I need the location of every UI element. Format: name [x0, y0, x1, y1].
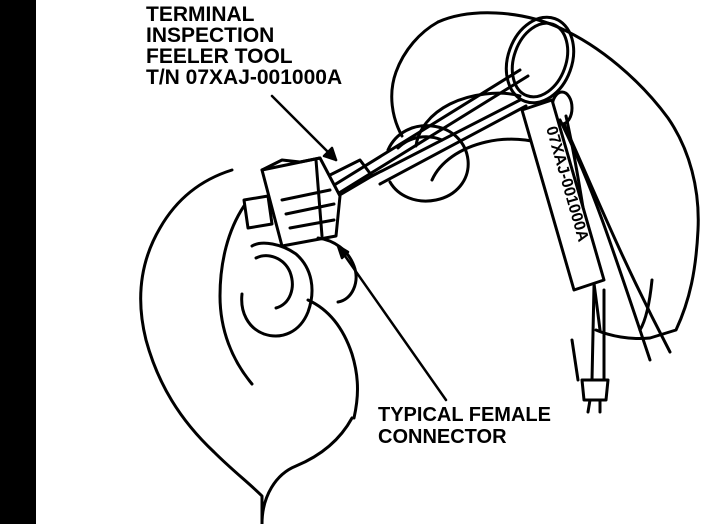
feeler-tool [308, 68, 672, 362]
tool-callout-line-4: T/N 07XAJ-001000A [146, 66, 343, 89]
connector-callout-line-2: CONNECTOR [378, 426, 507, 448]
tool-callout: TERMINAL INSPECTION FEELER TOOL T/N 07XA… [146, 4, 342, 88]
female-connector [242, 156, 342, 248]
connector-leader-line [336, 244, 448, 402]
leader-lines [270, 94, 448, 402]
connector-callout: TYPICAL FEMALE CONNECTOR [378, 404, 551, 448]
left-border-bar [0, 0, 36, 524]
connector-leader-arrow [336, 244, 350, 260]
upper-fingertip [386, 124, 470, 203]
lower-hand [139, 168, 359, 524]
test-leads [570, 284, 610, 414]
tool-callout-line-3: FEELER TOOL [146, 45, 293, 68]
tool-callout-line-2: INSPECTION [146, 24, 275, 47]
connector-callout-line-1: TYPICAL FEMALE [378, 404, 551, 426]
tool-leader-line [270, 94, 338, 162]
tool-callout-line-1: TERMINAL [146, 3, 255, 26]
tool-leader-arrow [322, 146, 338, 162]
